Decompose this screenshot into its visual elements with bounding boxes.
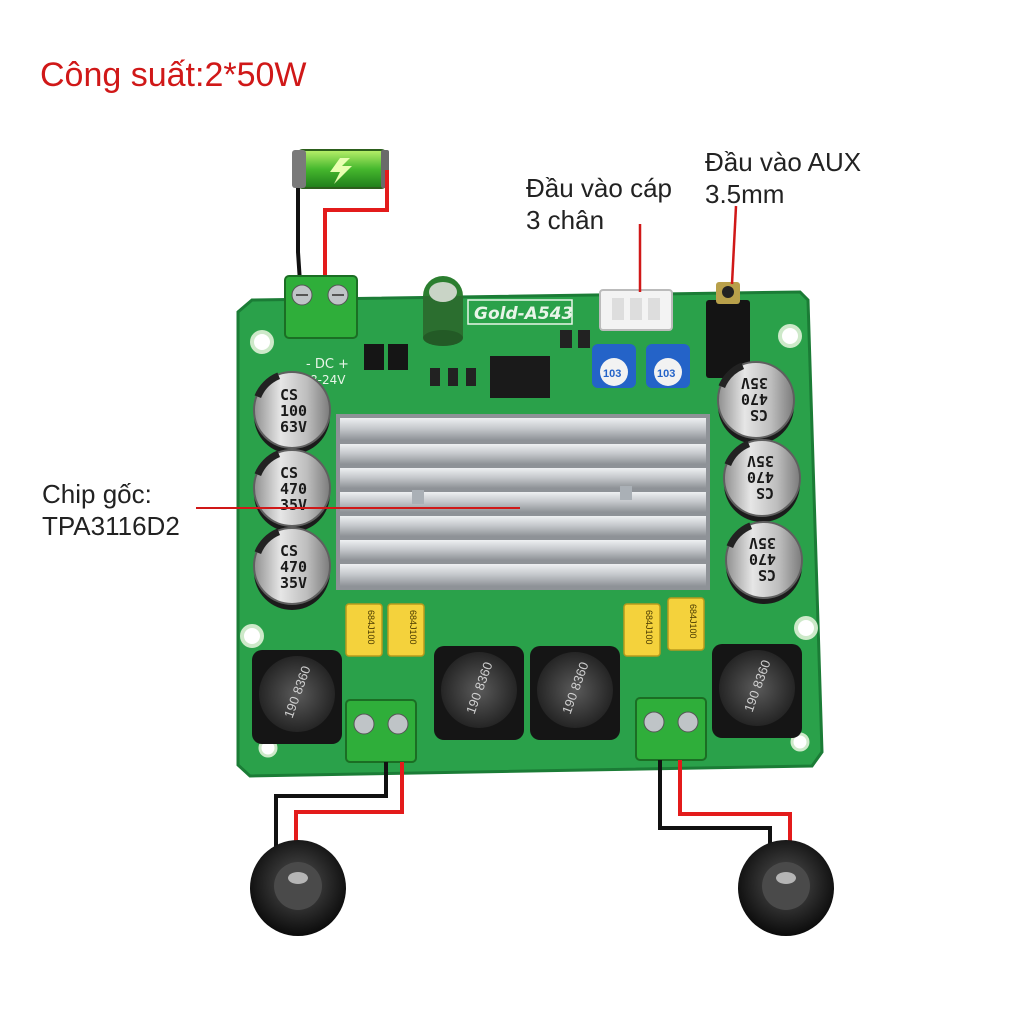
film-cap-marking: 684J100 [644,610,654,645]
speaker-right [738,840,834,936]
capacitor-marking: CS [756,484,774,502]
small-capacitor [423,276,463,346]
film-cap-marking: 684J100 [408,610,418,645]
pot-marking: 103 [657,368,675,380]
potentiometer-left: 103 [592,344,636,388]
speaker-terminal-left [345,699,417,763]
capacitor-marking: 63V [280,418,307,436]
capacitor-marking: 470 [280,480,307,498]
inductor: 190 8360 [712,644,802,738]
film-capacitor: 684J100 [387,603,425,657]
capacitor-marking: CS [750,406,768,424]
film-cap-marking: 684J100 [366,610,376,645]
cable-input-annotation: Đầu vào cáp 3 chân [526,172,672,236]
potentiometer-right: 103 [646,344,690,388]
inductor: 190 8360 [252,650,342,744]
power-title: Công suất:2*50W [40,56,307,94]
capacitor-marking: 35V [741,374,768,392]
heatsink [336,414,710,590]
capacitor-marking: 470 [749,550,776,568]
capacitor-marking: 35V [747,452,774,470]
power-polarity-label: - DC + [306,357,349,372]
capacitor-marking: CS [758,566,776,584]
film-capacitor: 684J100 [345,603,383,657]
film-capacitor: 684J100 [667,597,705,651]
pot-marking: 103 [603,368,621,380]
film-capacitor: 684J100 [623,603,661,657]
speaker-wire-black-left [274,762,388,876]
capacitor-marking: 470 [747,468,774,486]
capacitor-marking: CS [280,542,298,560]
aux-input-line-1: Đầu vào AUX [705,147,862,177]
capacitor-marking: 35V [280,574,307,592]
three-pin-connector [599,289,673,331]
speaker-wire-red-right [678,760,792,866]
aux-input-line-2: 3.5mm [705,179,785,209]
film-cap-marking: 684J100 [688,604,698,639]
chip-line-2: TPA3116D2 [42,511,180,541]
model-label: Gold-A543 [474,304,573,324]
cable-input-line-2: 3 chân [526,205,605,235]
smd-components [364,330,590,398]
model-label-box [467,299,573,325]
aux-jack [706,282,750,378]
chip-line-1: Chip gốc: [42,479,152,509]
capacitor-marking: CS [280,464,298,482]
inductor: 190 8360 [530,646,620,740]
cable-input-line-1: Đầu vào cáp [526,173,672,203]
chip-annotation: Chip gốc: TPA3116D2 [42,478,180,542]
aux-input-pointer [730,205,738,285]
power-terminal [284,275,358,339]
speaker-left [250,840,346,936]
inductor: 190 8360 [434,646,524,740]
battery-icon [292,149,389,189]
capacitor-marking: 35V [280,496,307,514]
speaker-terminal-right [635,697,707,761]
power-wire-red [323,170,389,282]
aux-input-annotation: Đầu vào AUX 3.5mm [705,146,861,210]
capacitor-marking: 470 [280,558,307,576]
power-wire-black [296,188,302,283]
capacitor-marking: CS [280,386,298,404]
capacitor-marking: 470 [741,390,768,408]
speaker-wire-red-left [294,762,404,862]
capacitor-marking: 100 [280,402,307,420]
capacitor-marking: 35V [749,534,776,552]
